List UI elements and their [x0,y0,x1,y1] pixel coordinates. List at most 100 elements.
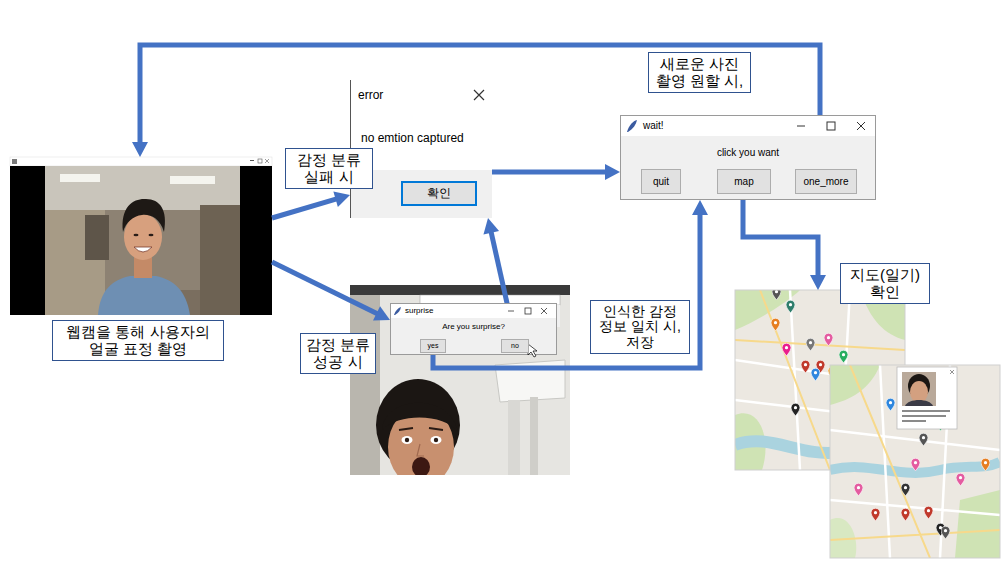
map-popup [902,372,936,406]
webcam-screenshot [134,247,152,252]
map-screenshot [771,318,780,331]
button-label: map [734,176,753,188]
webcam-screenshot [12,159,17,164]
map-screenshot [941,526,950,539]
window-controls [857,122,865,130]
map-popup [902,420,926,422]
map-popup [910,381,928,403]
map-popup [902,372,936,406]
arrow-head [692,200,708,215]
caption-box: 웹캠을 통해 사용자의 얼굴 표정 촬영 [52,320,224,361]
webcam-screenshot [10,157,272,315]
map-screenshot [919,433,928,446]
arrow-line [272,199,338,218]
map-screenshot [811,368,820,381]
map-screenshot [871,508,880,521]
ok-button: 확인 [401,181,477,206]
window-controls [525,308,531,314]
webcam-screenshot [250,160,254,161]
close-symbol [474,90,484,100]
map-screenshot [782,343,791,356]
map-popup [902,415,946,417]
map-screenshot [911,458,920,471]
flow-arrow [272,192,350,218]
map-screenshot [830,365,1000,558]
surprise-photo [350,285,570,295]
window-controls [541,308,547,314]
map-screenshot [839,350,848,363]
surprise-photo [530,397,538,475]
webcam-screenshot [85,215,109,260]
webcam-screenshot [170,176,215,184]
webcam-frame: 웹캠을 통해 사용자의 얼굴 표정 촬영 [10,157,272,315]
condition-callout: 감정 분류 성공 시 [300,333,376,374]
webcam-screenshot [265,159,269,163]
surprise-photo [434,438,438,442]
window-title: wait! [643,120,664,132]
webcam-screenshot [98,276,190,315]
map-popup [897,367,957,429]
webcam-screenshot [45,166,240,315]
surprise-photo [431,436,442,444]
window-message: click you want [621,147,875,159]
surprise-photo [412,457,430,475]
flow-arrow [492,164,620,180]
surprise-dialog: surpriseAre you surprise?yesno [390,303,557,355]
webcam-screenshot [10,157,272,166]
arrow-head [333,192,350,207]
arrow-head [810,275,826,290]
surprise-photo [405,438,409,442]
yes-button: yes [420,339,446,353]
map-frame: 지도(일기) 확인 [735,290,1000,558]
flow-arrow [743,194,826,290]
map-screenshot [824,333,833,346]
map-screenshot [830,365,1000,558]
map-screenshot [901,508,910,521]
quit-button: quit [641,169,681,194]
webcam-screenshot [60,174,100,182]
map-screenshot [955,490,1000,558]
map-popup [905,400,933,406]
surprise-photo [508,400,520,475]
map-screenshot [981,458,990,471]
map-screenshot [772,290,781,300]
window-controls [627,120,637,132]
condition-callout: 새로운 사진 촬영 원할 시, [648,52,751,93]
button-label: one_more [803,176,848,188]
webcam-screenshot [10,166,272,315]
webcam-screenshot [45,166,240,315]
arrow-line [492,170,607,175]
condition-callout: 인식한 감정 정보 일치 시, 저장 [590,300,690,354]
surprise-photo [402,436,413,444]
surprise-photo [399,428,443,430]
one-more-button: one_more [795,169,857,194]
flow-arrow [272,262,390,321]
arrow-head [132,142,148,157]
map-screenshot [786,300,795,313]
arrow-line [743,194,818,277]
window-controls [797,126,805,127]
map-screenshot [854,483,863,496]
map-screenshot [956,473,965,486]
webcam-screenshot [134,234,139,237]
map-popup [902,410,950,412]
webcam-screenshot [124,214,162,260]
no-button: no [501,339,529,353]
arrow-head [373,306,390,320]
button-label: 확인 [427,187,451,201]
wait-window: wait! click you want quit map one_more [620,115,876,200]
map-screenshot [830,365,1000,558]
map-button: map [717,169,771,194]
webcam-screenshot [258,159,262,163]
surprise-photo [382,403,458,432]
map-popup [897,367,957,429]
arrow-line [272,262,378,314]
map-screenshot [830,365,880,405]
map-screenshot [806,338,815,351]
button-label: quit [653,176,669,188]
webcam-screenshot [200,205,240,315]
webcam-screenshot [149,234,154,237]
